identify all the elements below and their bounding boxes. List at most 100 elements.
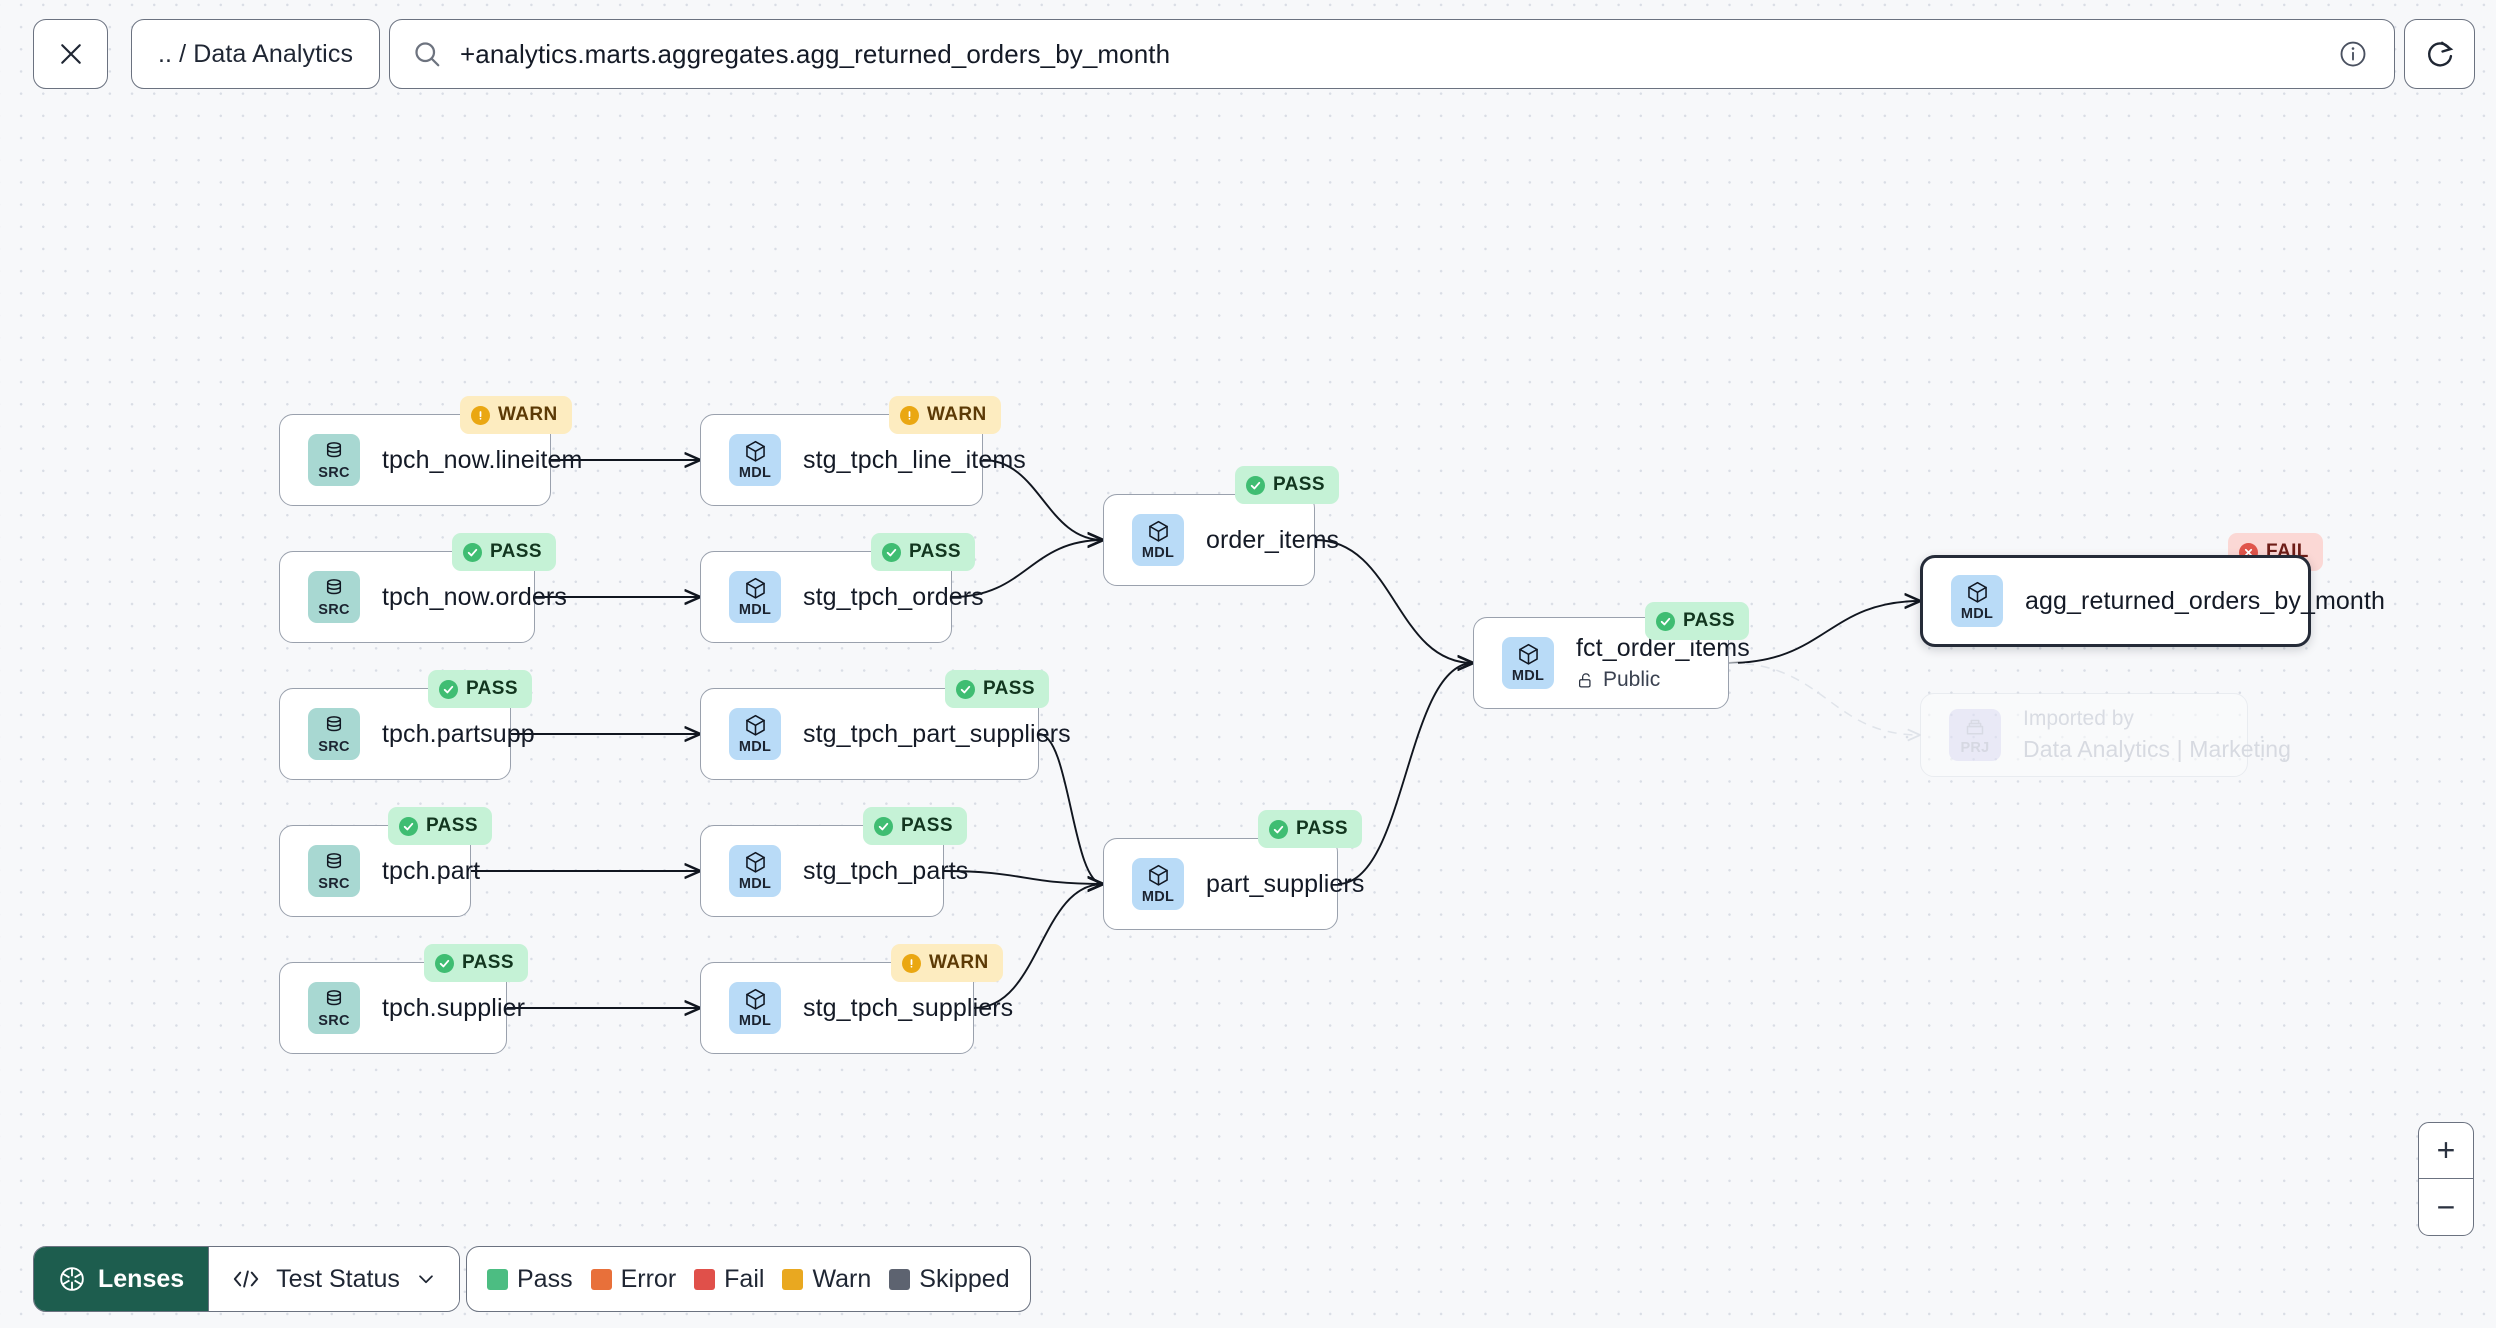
status-label: PASS [983, 678, 1035, 699]
status-label: PASS [1273, 474, 1325, 495]
node-title: tpch_now.lineitem [382, 445, 583, 474]
status-badge-tpch_now_orders[interactable]: PASS [452, 533, 556, 571]
legend-item-warn[interactable]: Warn [782, 1265, 871, 1294]
database-icon [326, 989, 342, 1006]
test-status-label: Test Status [276, 1264, 400, 1293]
legend-item-skipped[interactable]: Skipped [889, 1264, 1010, 1294]
legend-label: Pass [517, 1264, 573, 1293]
breadcrumb[interactable]: .. / Data Analytics [131, 19, 381, 89]
node-title: stg_tpch_parts [803, 856, 969, 885]
cube-icon [1967, 582, 1987, 603]
aperture-icon [60, 1267, 84, 1291]
unlock-icon [1579, 672, 1591, 687]
status-icon [1656, 611, 1675, 631]
node-title: Data Analytics | Marketing [2023, 736, 2292, 762]
status-badge-stg_tpch_part_suppliers[interactable]: PASS [945, 670, 1049, 708]
graph-node-order_items[interactable]: MDL order_items [1103, 494, 1339, 586]
project-icon [1966, 719, 1984, 735]
database-icon [326, 578, 342, 595]
node-kind-badge: MDL [1132, 514, 1184, 566]
edge-stg_tpch_part_suppliers-to-part_suppliers [1038, 733, 1103, 884]
node-kind-badge: SRC [308, 434, 360, 486]
node-kind-badge: SRC [308, 982, 360, 1034]
node-title: agg_returned_orders_by_month [2025, 586, 2385, 615]
search-icon [415, 42, 440, 67]
status-icon [1246, 475, 1265, 495]
breadcrumb-label: .. / Data Analytics [158, 39, 354, 68]
node-title: stg_tpch_orders [803, 582, 984, 611]
status-label: PASS [1683, 610, 1735, 631]
status-icon [882, 542, 901, 562]
status-label: WARN [929, 952, 989, 973]
node-kind-badge: SRC [308, 708, 360, 760]
node-title: tpch.partsupp [382, 719, 535, 748]
status-label: PASS [490, 541, 542, 562]
zoom-out-button[interactable]: − [2436, 1188, 2456, 1225]
cube-icon [745, 989, 765, 1010]
status-icon [900, 405, 919, 425]
node-kind-badge: MDL [1951, 575, 2003, 627]
status-badge-stg_tpch_line_items[interactable]: WARN [889, 396, 1001, 434]
database-icon [326, 441, 342, 458]
legend-label: Skipped [919, 1264, 1010, 1293]
chevron-down-icon [419, 1275, 433, 1284]
edge-fct_order_items-to-imported_by_project [1728, 662, 1920, 735]
status-badge-tpch_part[interactable]: PASS [388, 807, 492, 845]
test-status-dropdown[interactable]: Test Status [208, 1247, 459, 1311]
legend-item-pass[interactable]: Pass [487, 1265, 573, 1294]
status-badge-fct_order_items[interactable]: PASS [1645, 602, 1749, 640]
search-input[interactable]: +analytics.marts.aggregates.agg_returned… [389, 19, 2395, 89]
node-kind-badge: SRC [308, 845, 360, 897]
cube-icon [745, 852, 765, 873]
node-kind-badge: PRJ [1949, 709, 2001, 761]
cube-icon [1148, 521, 1168, 542]
cube-icon [745, 715, 765, 736]
legend-item-error[interactable]: Error [590, 1265, 676, 1294]
zoom-in-button[interactable]: + [2419, 1123, 2473, 1179]
status-label: PASS [901, 815, 953, 836]
node-title: tpch_now.orders [382, 582, 567, 611]
status-label: WARN [498, 404, 558, 425]
legend-item-fail[interactable]: Fail [694, 1265, 764, 1294]
cube-icon [745, 441, 765, 462]
node-title: tpch.part [382, 856, 481, 885]
status-label: PASS [462, 952, 514, 973]
legend-swatch [694, 1268, 716, 1290]
status-legend: Pass Error Fail Warn Skipped [466, 1246, 1031, 1312]
info-circle-icon[interactable] [2338, 39, 2368, 69]
legend-swatch [889, 1268, 911, 1290]
lens-control-group: Lenses Test Status [33, 1246, 460, 1312]
cube-icon [1518, 644, 1538, 665]
node-title: order_items [1206, 525, 1340, 554]
graph-node-tpch_partsupp[interactable]: SRC tpch.partsupp [279, 688, 535, 780]
lenses-button[interactable]: Lenses [34, 1247, 209, 1311]
legend-label: Warn [812, 1264, 872, 1293]
database-icon [326, 715, 342, 732]
top-toolbar: .. / Data Analytics +analytics.marts.agg… [0, 0, 2496, 107]
node-title: part_suppliers [1206, 869, 1365, 898]
status-badge-stg_tpch_parts[interactable]: PASS [863, 807, 967, 845]
status-icon [956, 679, 975, 699]
status-badge-order_items[interactable]: PASS [1235, 466, 1339, 504]
close-button[interactable] [33, 19, 108, 89]
graph-node-agg_returned_orders_by_month[interactable]: MDL agg_returned_orders_by_month [1920, 555, 2385, 647]
legend-swatch [782, 1268, 804, 1290]
status-badge-tpch_supplier[interactable]: PASS [424, 944, 528, 982]
node-title: tpch.supplier [382, 993, 526, 1022]
legend-swatch [487, 1268, 508, 1290]
zoom-controls: + − [2418, 1122, 2474, 1236]
status-label: PASS [466, 678, 518, 699]
node-title: stg_tpch_line_items [803, 445, 1026, 474]
status-badge-part_suppliers[interactable]: PASS [1258, 810, 1362, 848]
status-badge-tpch_now_lineitem[interactable]: WARN [460, 396, 572, 434]
edge-fct_order_items-to-agg_returned_orders_by_month [1728, 601, 1920, 664]
status-badge-tpch_partsupp[interactable]: PASS [428, 670, 532, 708]
status-badge-stg_tpch_orders[interactable]: PASS [871, 533, 975, 571]
refresh-button[interactable] [2404, 19, 2475, 89]
status-badge-stg_tpch_suppliers[interactable]: WARN [891, 944, 1003, 982]
cube-icon [745, 578, 765, 599]
